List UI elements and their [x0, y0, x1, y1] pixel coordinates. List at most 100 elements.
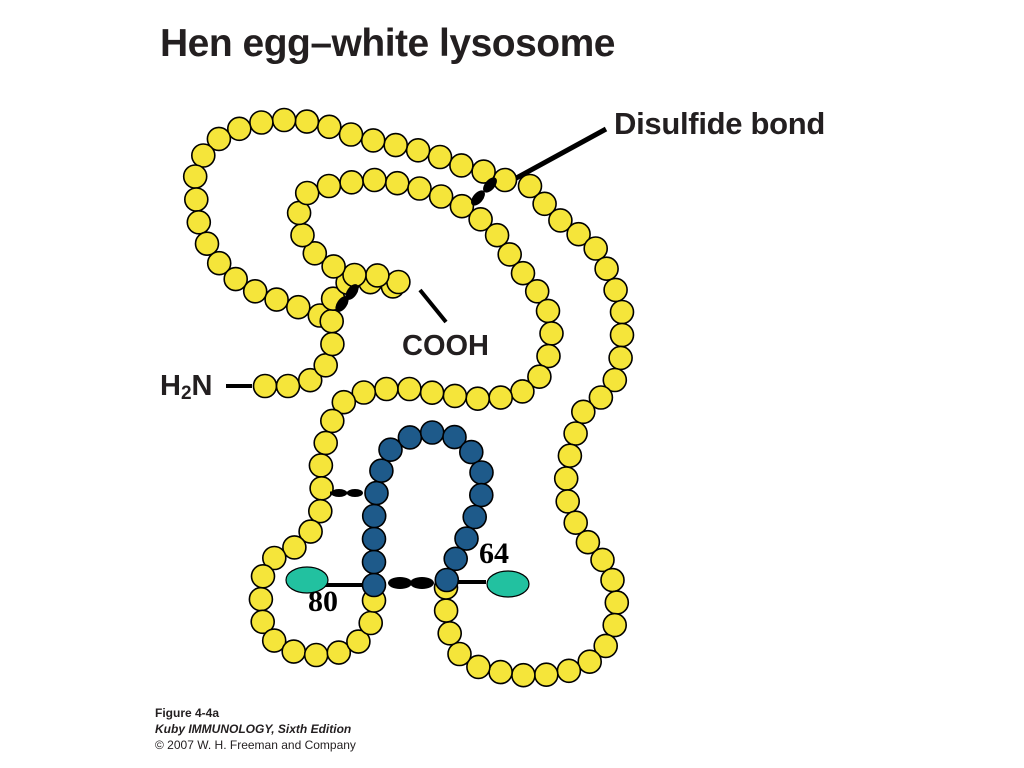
yellow-chain-residue-10 [386, 269, 411, 295]
yellow-chain-residue-41 [351, 380, 377, 405]
h2n-h: H [160, 370, 181, 402]
yellow-outer-loop-residue-24 [577, 649, 603, 675]
yellow-chain-residue-30 [535, 298, 561, 324]
yellow-outer-loop-residue-22 [602, 612, 628, 638]
yellow-chain-residue-58 [346, 629, 371, 654]
yellow-outer-loop-residue-11 [588, 385, 614, 410]
yellow-top-arc-residue-0 [492, 167, 518, 193]
blue-loop-residue-2 [361, 526, 387, 552]
teal-marker-right [486, 570, 530, 598]
yellow-chain-residue-26 [484, 222, 510, 248]
h2n-subscript: 2 [180, 383, 192, 404]
yellow-outer-loop-residue-23 [593, 633, 619, 659]
yellow-chain-residue-18 [316, 173, 342, 199]
yellow-chain-residue-31 [539, 321, 564, 346]
disulfide-bond-lower [330, 489, 363, 497]
yellow-chain-residue-53 [250, 609, 276, 635]
blue-loop-residue-6 [378, 437, 403, 463]
yellow-outer-loop-residue-32 [433, 598, 459, 623]
yellow-chain-residue-38 [419, 380, 445, 406]
yellow-top-arc-residue-19 [206, 250, 232, 276]
yellow-top-arc-residue-9 [294, 109, 320, 134]
blue-loop-residue-9 [442, 424, 467, 450]
blue-loop-residue-14 [454, 526, 479, 551]
yellow-top-arc-residue-20 [223, 266, 248, 292]
yellow-chain-residue-28 [510, 260, 536, 286]
yellow-top-arc-residue-3 [427, 144, 453, 170]
yellow-outer-loop-residue-26 [533, 662, 559, 688]
yellow-chain-residue-17 [294, 180, 320, 206]
yellow-outer-loop-residue-2 [548, 208, 573, 233]
yellow-top-arc-residue-21 [242, 278, 268, 304]
yellow-top-arc-residue-14 [191, 143, 216, 168]
yellow-chain-residue-36 [465, 386, 491, 412]
yellow-outer-loop-residue-19 [590, 547, 615, 573]
blue-loop-residue-15 [443, 546, 469, 572]
yellow-chain-residue-37 [442, 383, 468, 409]
blue-loop-residue-5 [369, 458, 394, 484]
yellow-chain-residue-56 [303, 642, 329, 668]
blue-loop-residue-11 [469, 460, 494, 485]
blue-loop-residue-0 [361, 572, 387, 598]
blue-loop-residue-1 [361, 549, 387, 575]
yellow-top-arc-residue-8 [316, 114, 342, 140]
blue-loop-residue-13 [462, 504, 488, 530]
yellow-chain-residue-13 [321, 254, 346, 279]
yellow-chain-residue-4 [320, 331, 345, 357]
yellow-chain-residue-45 [308, 453, 334, 478]
h2n-label: H2N [160, 370, 212, 405]
figure-caption: Figure 4-4a Kuby IMMUNOLOGY, Sixth Editi… [155, 705, 356, 753]
yellow-top-arc-residue-11 [249, 110, 274, 135]
yellow-chain-residue-54 [261, 628, 287, 653]
yellow-chain-residue-15 [290, 222, 315, 248]
yellow-chain-residue-24 [449, 193, 475, 219]
yellow-chain-residue-39 [397, 376, 422, 402]
yellow-chain-residue-27 [497, 242, 523, 267]
disulfide-bond-top [471, 177, 497, 206]
yellow-outer-loop-residue-1 [532, 191, 557, 217]
disulfide-bond-label: Disulfide bond [614, 106, 826, 141]
yellow-top-arc-residue-6 [360, 128, 386, 153]
yellow-outer-loop-residue-9 [608, 345, 633, 371]
yellow-chain-residue-12 [342, 262, 367, 288]
yellow-top-arc-residue-7 [338, 122, 364, 147]
yellow-outer-loop-residue-4 [583, 236, 609, 261]
yellow-chain-residue-23 [428, 184, 454, 209]
yellow-top-arc-residue-15 [182, 164, 208, 189]
yellow-chain-residue-44 [313, 430, 339, 456]
yellow-chain-residue-21 [384, 170, 410, 196]
yellow-outer-loop-residue-30 [447, 641, 472, 667]
caption-copyright: © 2007 W. H. Freeman and Company [155, 738, 356, 752]
yellow-outer-loop-residue-13 [563, 421, 588, 446]
yellow-outer-loop-residue-3 [566, 221, 591, 247]
yellow-chain-residue-59 [358, 610, 384, 636]
yellow-top-arc-residue-12 [227, 116, 252, 142]
yellow-outer-loop-residue-8 [609, 322, 635, 348]
h2n-n: N [191, 370, 213, 402]
yellow-chain-residue-57 [326, 640, 352, 665]
yellow-chain-residue-42 [331, 389, 357, 415]
yellow-outer-loop-residue-0 [517, 173, 543, 199]
yellow-chain-residue-33 [527, 364, 552, 390]
yellow-outer-loop-residue-18 [575, 529, 601, 555]
yellow-top-arc-residue-13 [206, 126, 232, 152]
yellow-top-arc-residue-23 [285, 294, 311, 320]
cooh-pointer-line [418, 288, 448, 324]
teal-marker-left [285, 566, 329, 594]
diagram-title: Hen egg–white lysosome [160, 22, 615, 65]
yellow-outer-loop-residue-31 [437, 620, 463, 646]
yellow-chain-residue-34 [510, 379, 535, 404]
yellow-chain-residue-49 [282, 535, 307, 560]
yellow-top-arc-residue-10 [271, 107, 297, 133]
yellow-chain-residue-11 [365, 263, 390, 288]
yellow-outer-loop-residue-27 [511, 662, 536, 688]
yellow-chain-residue-47 [307, 498, 333, 524]
yellow-top-arc-residue-4 [405, 138, 431, 163]
yellow-chain-residue-25 [468, 207, 493, 232]
yellow-outer-loop-residue-15 [553, 466, 579, 491]
yellow-outer-loop-residue-7 [609, 299, 635, 325]
yellow-chain-residue-22 [407, 176, 432, 201]
yellow-chain-residue-35 [488, 385, 514, 410]
chain-residues [182, 107, 635, 688]
